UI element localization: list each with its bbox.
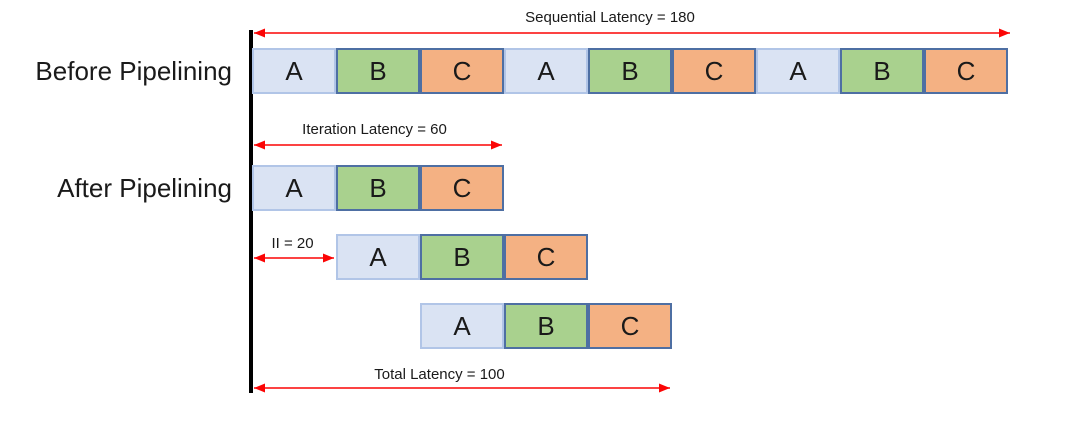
total-latency-label: Total Latency = 100 [374, 366, 505, 383]
stage-block-a: A [504, 48, 588, 94]
iteration-latency-label: Iteration Latency = 60 [302, 121, 447, 138]
stage-block-a: A [756, 48, 840, 94]
stage-block-a: A [420, 303, 504, 349]
stage-block-c: C [420, 48, 504, 94]
stage-block-b: B [336, 165, 420, 211]
stage-block-c: C [588, 303, 672, 349]
stage-block-b: B [588, 48, 672, 94]
after-pipelining-label: After Pipelining [57, 173, 232, 203]
stage-block-c: C [504, 234, 588, 280]
stage-block-b: B [420, 234, 504, 280]
stage-block-a: A [252, 165, 336, 211]
stage-block-b: B [336, 48, 420, 94]
stage-block-a: A [336, 234, 420, 280]
stage-block-c: C [924, 48, 1008, 94]
stage-block-a: A [252, 48, 336, 94]
stage-block-c: C [672, 48, 756, 94]
timeline-axis [249, 30, 253, 393]
sequential-latency-label: Sequential Latency = 180 [525, 9, 695, 26]
initiation-interval-label: II = 20 [271, 235, 314, 252]
stage-block-b: B [840, 48, 924, 94]
stage-block-c: C [420, 165, 504, 211]
stage-block-b: B [504, 303, 588, 349]
before-pipelining-label: Before Pipelining [35, 56, 232, 86]
